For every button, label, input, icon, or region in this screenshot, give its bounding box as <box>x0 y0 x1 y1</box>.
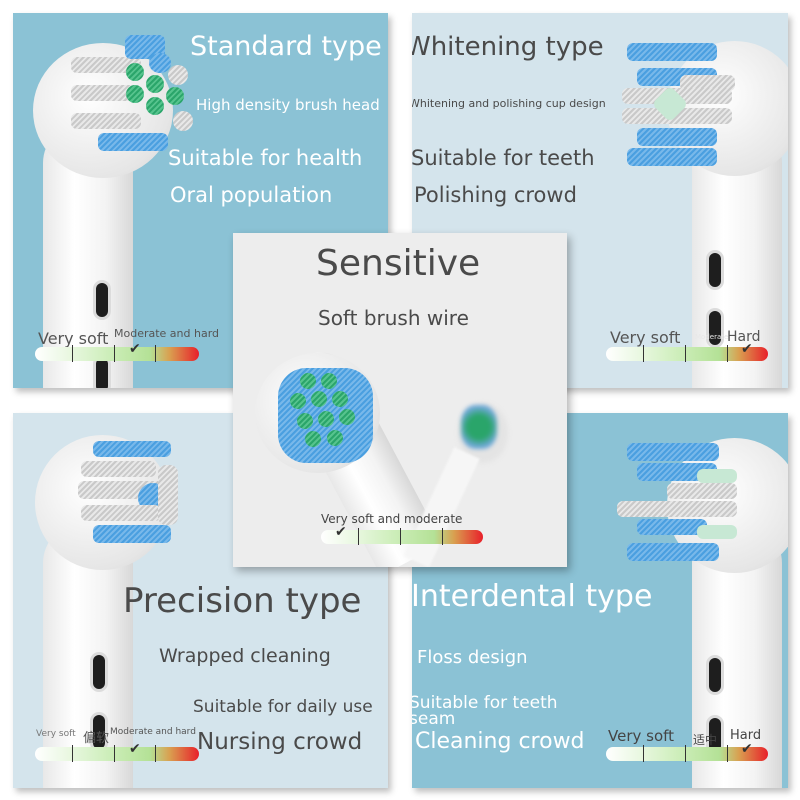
scale-label-very-soft-moderate: Very soft and moderate <box>321 512 463 526</box>
panel-subtitle: Whitening and polishing cup design <box>412 97 606 110</box>
scale-tick <box>358 528 359 545</box>
panel-standard-type: Standard type High density brush head Su… <box>13 13 388 388</box>
scale-tick <box>400 528 401 545</box>
panel-subtitle: High density brush head <box>196 96 380 114</box>
check-icon: ✔ <box>335 524 347 540</box>
panel-title: Whitening type <box>412 32 604 62</box>
panel-line-1: Suitable for teeth <box>412 146 595 170</box>
check-icon: ✔ <box>129 741 141 757</box>
panel-title: Sensitive <box>316 243 481 284</box>
check-icon: ✔ <box>741 341 753 357</box>
hardness-scale: ✔ <box>606 742 768 762</box>
scale-label-very-soft: Very soft <box>610 328 681 347</box>
panel-line-2: Oral population <box>170 183 333 207</box>
panel-subtitle: Soft brush wire <box>318 306 469 330</box>
scale-label-very-soft: Very soft <box>38 329 109 348</box>
scale-tick <box>727 345 728 362</box>
panel-title: Standard type <box>190 31 382 62</box>
check-icon: ✔ <box>741 741 753 757</box>
check-icon: ✔ <box>129 341 141 357</box>
scale-tick <box>155 745 156 762</box>
hardness-scale: ✔ <box>35 342 199 362</box>
scale-tick <box>114 345 115 362</box>
hardness-scale: ✔ <box>606 342 768 362</box>
panel-sensitive-type: Sensitive Soft brush wire Very soft and … <box>233 233 567 567</box>
hardness-scale: ✔ <box>35 742 199 762</box>
scale-tick <box>643 345 644 362</box>
panel-line-2: Nursing crowd <box>197 729 363 755</box>
panel-title: Interdental type <box>412 579 653 614</box>
panel-line-2: Polishing crowd <box>414 183 577 207</box>
scale-label-very-soft: Very soft <box>608 727 675 745</box>
scale-tick <box>114 745 115 762</box>
scale-tick <box>155 345 156 362</box>
scale-tick <box>727 745 728 762</box>
panel-line-1: Suitable for daily use <box>193 697 373 717</box>
scale-label-hard: Hard <box>730 728 762 743</box>
scale-tick <box>643 745 644 762</box>
scale-label-moderate-cn: 适中 <box>693 733 718 747</box>
scale-tick <box>685 745 686 762</box>
panel-whitening-type: Whitening type Whitening and polishing c… <box>412 13 788 388</box>
panel-subtitle: Wrapped cleaning <box>159 645 331 667</box>
scale-label-very-soft: Very soft <box>36 729 76 739</box>
panel-title: Precision type <box>123 581 362 621</box>
scale-tick <box>72 345 73 362</box>
panel-subtitle: Floss design <box>417 647 528 668</box>
scale-tick <box>442 528 443 545</box>
scale-label-moderate-hard: Moderate and hard <box>110 727 196 737</box>
panel-line-1: Suitable for teeth seam <box>412 693 558 729</box>
scale-label-moderate: Moderate <box>695 333 729 341</box>
hardness-scale: ✔ <box>321 525 483 545</box>
scale-label-moderate-hard: Moderate and hard <box>114 327 220 340</box>
scale-label-hard: Hard <box>727 329 761 345</box>
scale-tick <box>685 345 686 362</box>
scale-label-soft-cn: 偏软 <box>83 731 110 746</box>
panel-line-2: Cleaning crowd <box>415 729 585 754</box>
panel-line-1: Suitable for health <box>168 146 363 170</box>
scale-tick <box>72 745 73 762</box>
